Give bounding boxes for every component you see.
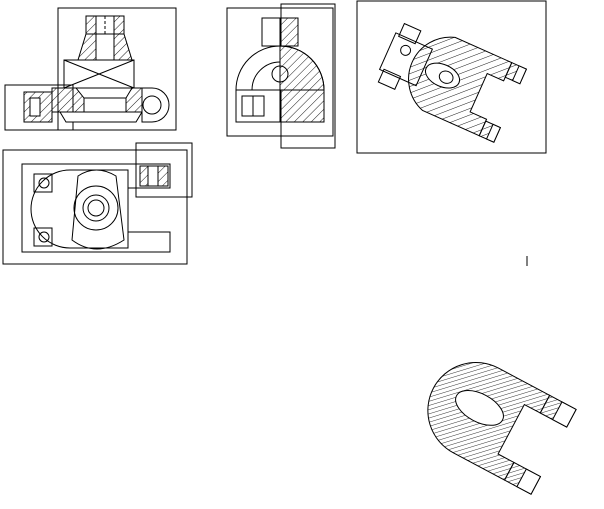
hatched-part-cutout — [427, 362, 577, 495]
rotated-auxiliary-view — [356, 0, 547, 154]
front-section-view — [4, 7, 177, 131]
view-frame — [356, 0, 547, 154]
view-frame — [2, 149, 188, 265]
top-view — [2, 142, 193, 265]
side-section-view — [226, 3, 336, 149]
view-frame — [57, 7, 177, 131]
view-frame — [226, 7, 334, 137]
detail-frame — [135, 142, 193, 198]
